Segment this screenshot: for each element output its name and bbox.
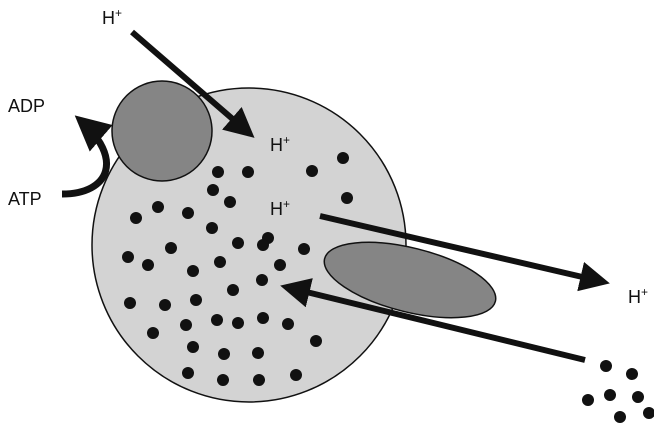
intracellular-molecule-dot	[214, 256, 226, 268]
extracellular-molecule-dot	[614, 411, 626, 423]
intracellular-molecule-dot	[232, 317, 244, 329]
intracellular-molecule-dot	[180, 319, 192, 331]
intracellular-molecule-dot	[306, 165, 318, 177]
extracellular-molecule-dot	[626, 368, 638, 380]
label-h-top: H+	[102, 6, 122, 28]
intracellular-molecule-dot	[159, 299, 171, 311]
intracellular-molecule-dot	[257, 312, 269, 324]
intracellular-molecule-dot	[187, 265, 199, 277]
label-h-out-right: H+	[628, 285, 648, 307]
atp-pump	[112, 81, 212, 181]
intracellular-molecule-dot	[147, 327, 159, 339]
intracellular-molecule-dot	[142, 259, 154, 271]
intracellular-molecule-dot	[218, 348, 230, 360]
extracellular-molecules	[582, 360, 654, 423]
extracellular-molecule-dot	[604, 389, 616, 401]
intracellular-molecule-dot	[165, 242, 177, 254]
intracellular-molecule-dot	[130, 212, 142, 224]
intracellular-molecule-dot	[124, 297, 136, 309]
intracellular-molecule-dot	[252, 347, 264, 359]
extracellular-molecule-dot	[632, 391, 644, 403]
intracellular-molecule-dot	[152, 201, 164, 213]
intracellular-molecule-dot	[187, 341, 199, 353]
intracellular-molecule-dot	[122, 251, 134, 263]
intracellular-molecule-dot	[182, 367, 194, 379]
intracellular-molecule-dot	[310, 335, 322, 347]
intracellular-molecule-dot	[341, 192, 353, 204]
extracellular-molecule-dot	[582, 394, 594, 406]
intracellular-molecule-dot	[212, 166, 224, 178]
label-adp: ADP	[8, 96, 45, 116]
intracellular-molecule-dot	[232, 237, 244, 249]
intracellular-molecule-dot	[211, 314, 223, 326]
intracellular-molecule-dot	[290, 369, 302, 381]
intracellular-molecule-dot	[242, 166, 254, 178]
intracellular-molecule-dot	[217, 374, 229, 386]
extracellular-molecule-dot	[643, 407, 654, 419]
intracellular-molecule-dot	[257, 239, 269, 251]
intracellular-molecule-dot	[274, 259, 286, 271]
intracellular-molecule-dot	[337, 152, 349, 164]
atp-to-adp-arrow	[62, 120, 107, 194]
intracellular-molecule-dot	[206, 222, 218, 234]
intracellular-molecule-dot	[227, 284, 239, 296]
intracellular-molecule-dot	[256, 274, 268, 286]
intracellular-molecule-dot	[298, 243, 310, 255]
intracellular-molecule-dot	[253, 374, 265, 386]
label-atp: ATP	[8, 189, 42, 209]
intracellular-molecule-dot	[207, 184, 219, 196]
intracellular-molecule-dot	[224, 196, 236, 208]
extracellular-molecule-dot	[600, 360, 612, 372]
intracellular-molecule-dot	[282, 318, 294, 330]
intracellular-molecule-dot	[190, 294, 202, 306]
intracellular-molecule-dot	[182, 207, 194, 219]
